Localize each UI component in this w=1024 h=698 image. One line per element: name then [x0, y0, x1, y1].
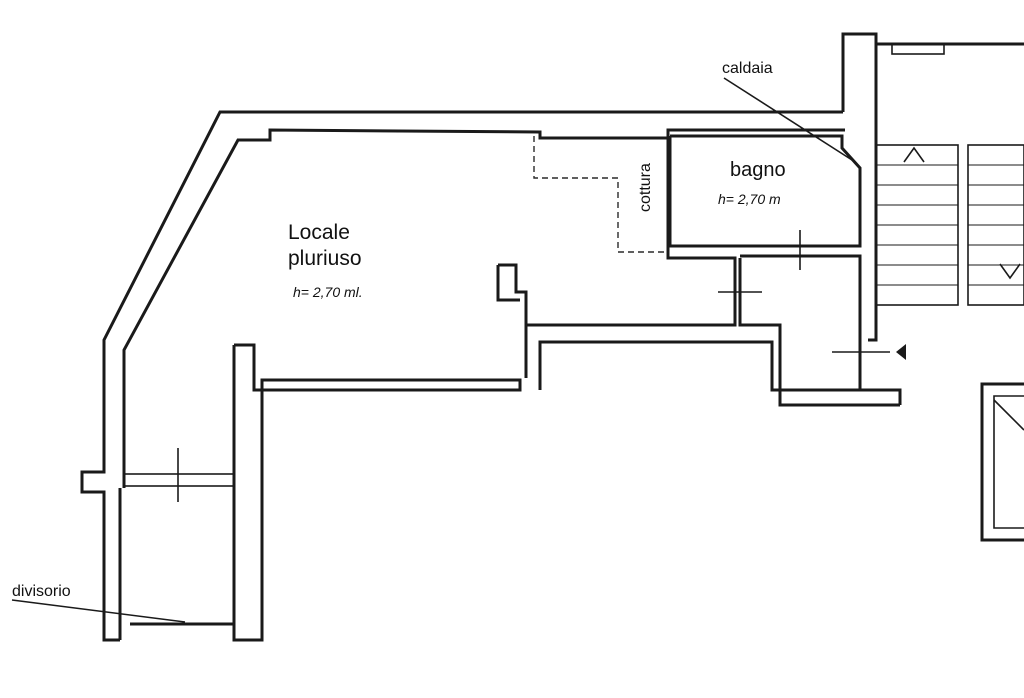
divisorio-label: divisorio [12, 583, 71, 600]
locale-height-label: h= 2,70 ml. [293, 284, 363, 300]
top-window [891, 43, 945, 55]
outer-wall-line [80, 110, 843, 642]
caldaia-wall [841, 32, 878, 342]
kitchen-base-wall [526, 136, 737, 327]
bagno-height-label: h= 2,70 m [718, 191, 781, 207]
outer-walls [11, 110, 845, 642]
shaft-diagonal [993, 399, 1024, 431]
stair-steps [876, 164, 1024, 286]
inner-partition [496, 136, 902, 407]
caldaia-column [723, 32, 1024, 342]
elevator-shaft [980, 382, 1024, 542]
caldaia-leader [723, 77, 853, 161]
entry-arrow-icon [896, 344, 906, 360]
locale-label-line2: pluriuso [288, 247, 362, 270]
bagno-lower-wall [740, 254, 862, 390]
bagno-room [668, 134, 906, 390]
left-window [123, 473, 235, 487]
cottura-label: cottura [637, 163, 654, 212]
inner-wall-line [122, 128, 845, 488]
stair-up-arrow-icon [903, 146, 925, 163]
locale-label-line1: Locale [288, 221, 350, 244]
divisorio-leader [11, 599, 186, 623]
step-wall-inner [496, 265, 520, 302]
shaft-outer [980, 382, 1024, 542]
corridor-lower-wall [538, 340, 902, 405]
step-wall [498, 263, 528, 378]
stair-down-arrow-icon [999, 263, 1021, 280]
bagno-label: bagno [730, 159, 786, 181]
left-return-wall [232, 343, 522, 642]
cottura-area [533, 136, 668, 253]
caldaia-label: caldaia [722, 60, 773, 77]
staircase [875, 144, 1024, 306]
shaft-inner [993, 395, 1024, 529]
bagno-wall [668, 134, 862, 248]
